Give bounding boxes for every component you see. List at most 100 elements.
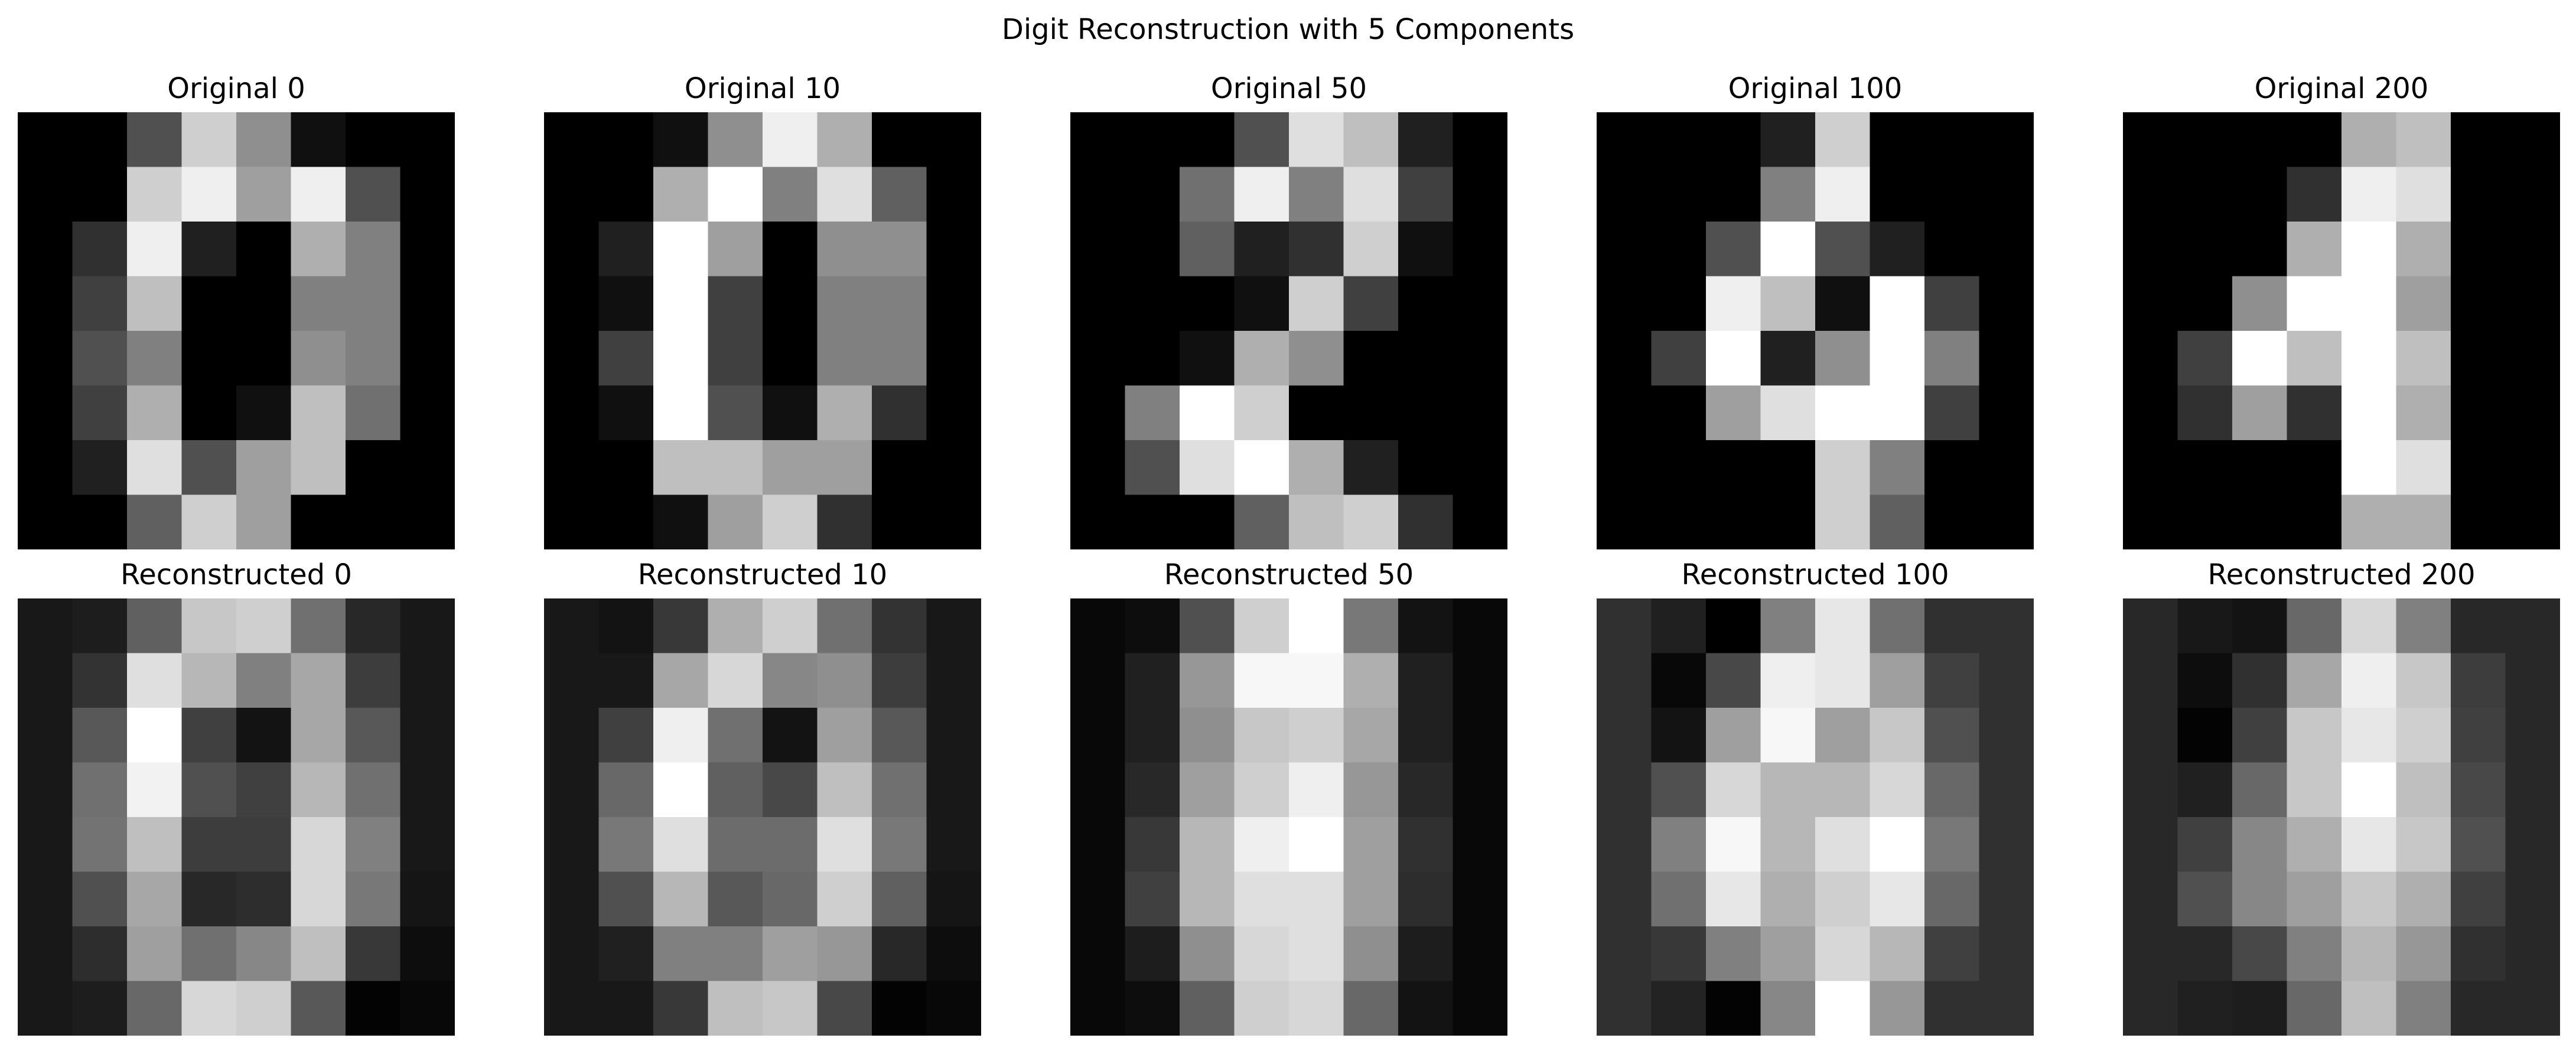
pixel-cell [2123, 871, 2179, 928]
pixel-cell [1289, 981, 1345, 1036]
pixel-cell [2451, 871, 2507, 928]
pixel-cell [1398, 222, 1454, 278]
pixel-cell [1289, 598, 1345, 655]
pixel-cell [598, 762, 654, 818]
pixel-cell [544, 112, 600, 168]
pixel-cell [2232, 276, 2288, 332]
pixel-cell [1815, 762, 1871, 818]
pixel-cell [2232, 331, 2288, 387]
pixel-cell [817, 331, 873, 387]
pixel-cell [400, 385, 455, 441]
pixel-cell [2505, 331, 2560, 387]
pixel-cell [181, 276, 237, 332]
pixel-cell [1706, 653, 1762, 709]
pixel-cell [1760, 276, 1816, 332]
pixel-cell [291, 817, 347, 873]
pixel-cell [1597, 276, 1653, 332]
pixel-cell [1343, 385, 1399, 441]
pixel-cell [400, 167, 455, 223]
pixel-cell [653, 494, 709, 549]
pixel-cell [346, 926, 402, 982]
pixel-cell [400, 276, 455, 332]
pixel-cell [181, 926, 237, 982]
pixel-cell [2451, 440, 2507, 496]
pixel-cell [1979, 981, 2034, 1036]
pixel-cell [1597, 440, 1653, 496]
pixel-cell [2232, 762, 2288, 818]
pixel-cell [1597, 926, 1653, 982]
pixel-cell [1343, 817, 1399, 873]
pixel-cell [2451, 653, 2507, 709]
pixel-cell [1815, 222, 1871, 278]
pixel-cell [236, 981, 292, 1036]
pixel-cell [763, 385, 819, 441]
pixel-cell [1706, 385, 1762, 441]
pixel-cell [2123, 331, 2179, 387]
pixel-cell [1453, 598, 1507, 655]
pixel-cell [598, 440, 654, 496]
pixel-cell [236, 817, 292, 873]
pixel-cell [346, 762, 402, 818]
pixel-cell [1070, 817, 1126, 873]
pixel-cell [1070, 598, 1126, 655]
figure-title: Digit Reconstruction with 5 Components [1001, 13, 1575, 46]
pixel-cell [653, 440, 709, 496]
pixel-cell [817, 598, 873, 655]
pixel-cell [598, 494, 654, 549]
pixel-cell [1125, 817, 1181, 873]
pixel-cell [291, 494, 347, 549]
pixel-cell [127, 222, 183, 278]
pixel-cell [1651, 817, 1707, 873]
pixel-cell [1070, 762, 1126, 818]
pixel-cell [72, 981, 128, 1036]
pixel-cell [1234, 762, 1290, 818]
pixel-cell [1597, 222, 1653, 278]
pixel-cell [544, 871, 600, 928]
pixel-cell [2341, 331, 2398, 387]
pixel-cell [2451, 762, 2507, 818]
pixel-cell [1234, 598, 1290, 655]
pixel-cell [1651, 440, 1707, 496]
pixel-cell [1870, 167, 1926, 223]
pixel-cell [400, 331, 455, 387]
pixel-cell [2505, 112, 2560, 168]
pixel-cell [2177, 708, 2233, 764]
pixel-cell [1870, 598, 1926, 655]
pixel-cell [817, 762, 873, 818]
pixel-cell [763, 112, 819, 168]
pixel-cell [872, 981, 928, 1036]
pixel-cell [2232, 817, 2288, 873]
pixel-cell [291, 440, 347, 496]
pixel-cell [1815, 926, 1871, 982]
pixel-cell [127, 385, 183, 441]
pixel-cell [18, 762, 74, 818]
pixel-cell [1979, 167, 2034, 223]
pixel-cell [2123, 276, 2179, 332]
pixel-cell [926, 981, 981, 1036]
pixel-cell [2123, 385, 2179, 441]
pixel-cell [2396, 926, 2452, 982]
pixel-cell [1870, 817, 1926, 873]
pixel-cell [72, 112, 128, 168]
pixel-cell [2123, 494, 2179, 549]
pixel-cell [2123, 817, 2179, 873]
pixel-cell [1453, 653, 1507, 709]
pixel-cell [1234, 708, 1290, 764]
pixel-cell [1343, 762, 1399, 818]
pixel-cell [1651, 331, 1707, 387]
pixel-cell [1760, 112, 1816, 168]
pixel-cell [926, 926, 981, 982]
panel-title: Reconstructed 10 [637, 558, 888, 591]
pixel-cell [1289, 331, 1345, 387]
pixel-cell [1760, 331, 1816, 387]
pixel-cell [1706, 708, 1762, 764]
pixel-cell [1924, 331, 1981, 387]
pixel-cell [2396, 708, 2452, 764]
pixel-cell [653, 708, 709, 764]
pixel-cell [926, 385, 981, 441]
pixel-cell [1815, 112, 1871, 168]
pixel-cell [1979, 385, 2034, 441]
pixel-cell [1343, 440, 1399, 496]
pixel-cell [2396, 440, 2452, 496]
pixel-cell [2505, 981, 2560, 1036]
